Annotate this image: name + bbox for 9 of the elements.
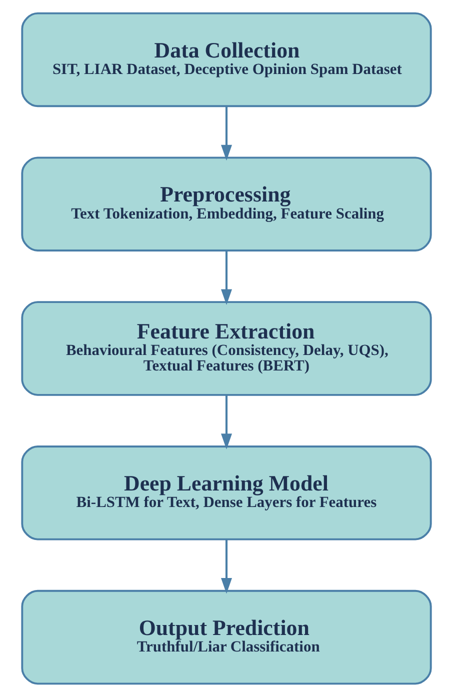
arrow bbox=[220, 539, 232, 594]
node-box: Data Collection SIT, LIAR Dataset, Deceptive Opinion Spam Dataset bbox=[21, 12, 432, 108]
node-box: Feature Extraction Behavioural Features (Consistency, Delay, UQS), Textual Features (BERT) bbox=[21, 301, 432, 396]
node-box: Preprocessing Text Tokenization, Embedding, Feature Scaling bbox=[21, 156, 432, 252]
node-box: Output Prediction Truthful/Liar Classification bbox=[21, 590, 432, 685]
arrow bbox=[220, 395, 232, 450]
arrow bbox=[220, 250, 232, 306]
node-box: Deep Learning Model Bi-LSTM for Text, Dense Layers for Features bbox=[21, 446, 432, 540]
arrow bbox=[220, 106, 232, 161]
